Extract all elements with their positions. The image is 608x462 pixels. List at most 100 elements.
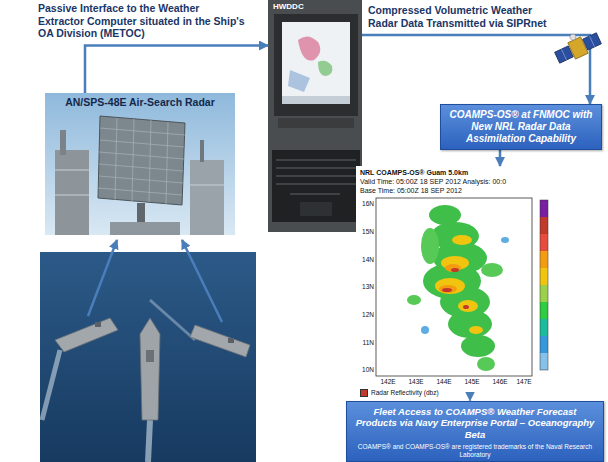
- ship-arrows-part: [88, 240, 117, 316]
- radar-photo-part-part: [132, 119, 134, 201]
- axis-label: 15N: [356, 228, 374, 236]
- satellite-icon-part: [569, 33, 577, 41]
- terminal-photo-panel: HWDDC: [268, 0, 362, 232]
- hwddc-photo: [268, 0, 362, 232]
- radar-photo-part: [200, 140, 204, 162]
- connector-label: Passive Interface to the Weather Extract…: [38, 2, 248, 40]
- hwddc-photo-part: [274, 14, 358, 116]
- radar-photo-part: [55, 170, 89, 171]
- hwddc-photo-part: [276, 160, 356, 194]
- reflectivity-echo-part: [469, 326, 483, 334]
- node-subtext: COAMPS® and COAMPS-OS® are registered tr…: [353, 443, 597, 458]
- hwddc-photo-part: [318, 61, 332, 76]
- ships-photo-part: [42, 350, 60, 420]
- process-box: COAMPS-OS® at FNMOC with New NRL Radar D…: [440, 104, 602, 150]
- process-box: Fleet Access to COAMPS® Weather Forecast…: [346, 401, 604, 462]
- reflectivity-echo-part: [442, 288, 452, 292]
- hwddc-photo-part-part: [276, 183, 356, 185]
- axis-label: 11N: [356, 339, 374, 347]
- hwddc-photo-part-part: [276, 159, 356, 161]
- hwddc-photo-part: [288, 70, 310, 92]
- radar-photo-part: [98, 116, 185, 205]
- forecast-map-panel: NRL COAMPS-OS® Guam 5.0kmValid Time: 05:…: [356, 166, 556, 400]
- axis-label: 147E: [512, 378, 536, 386]
- ships-photo-part: [148, 420, 150, 462]
- ship-arrows-part: [182, 240, 222, 322]
- node-subtext: Base Time: 05:00Z 18 SEP 2012: [360, 186, 552, 195]
- radar-photo-part: [55, 150, 89, 235]
- radar-photo-part-part: [99, 152, 184, 159]
- satellite-icon-part: [561, 49, 566, 60]
- node-text: HWDDC: [273, 2, 357, 12]
- reflectivity-map-part: [356, 166, 556, 400]
- axis-label: 14N: [356, 256, 374, 264]
- node-text: AN/SPS-48E Air-Search Radar: [49, 96, 231, 109]
- radar-photo: [45, 93, 235, 235]
- reflectivity-map-part: [376, 198, 532, 376]
- color-bar-part: [540, 285, 548, 302]
- radar-photo-part: [98, 118, 185, 204]
- ships-photo-part: [228, 338, 234, 343]
- hwddc-photo-part: [272, 150, 360, 222]
- axis-label: 142E: [376, 378, 400, 386]
- legend-text: Radar Reflectivity (dbz): [371, 389, 439, 397]
- reflectivity-echo-part: [463, 305, 469, 309]
- reflectivity-echo: [407, 205, 509, 371]
- ships-photo-part: [95, 322, 101, 327]
- axis-label: 144E: [432, 378, 456, 386]
- node-text: NRL COAMPS-OS® Guam 5.0km: [360, 168, 552, 177]
- radar-photo-part-part: [100, 128, 185, 135]
- reflectivity-echo-part: [481, 263, 503, 277]
- hwddc-photo-part-part: [276, 167, 356, 169]
- reflectivity-echo-part: [429, 205, 461, 225]
- axis-label: 12N: [356, 311, 374, 319]
- radar-photo-part: [60, 130, 66, 155]
- legend-entry: Radar Reflectivity (dbz): [360, 389, 439, 397]
- reflectivity-echo-part: [448, 310, 492, 338]
- color-bar-part: [540, 200, 548, 370]
- ships-photo-part: [55, 318, 118, 352]
- flow-arrow: [85, 46, 268, 94]
- hwddc-photo-part-part: [290, 193, 340, 195]
- axis-label: 13N: [356, 283, 374, 291]
- ship-arrows: [88, 240, 222, 322]
- satellite-icon: [551, 25, 603, 66]
- hwddc-photo-part: [298, 36, 320, 60]
- satellite-icon-part: [590, 36, 595, 47]
- hwddc-photo-part-part: [276, 175, 356, 177]
- flow-arrow: [362, 35, 590, 104]
- node-subtext: Valid Time: 05:00Z 18 SEP 2012 Analysis:…: [360, 177, 552, 186]
- radar-photo-part-part: [99, 176, 183, 183]
- reflectivity-echo-part: [421, 228, 439, 264]
- color-bar-part: [540, 353, 548, 370]
- connector-label: Compressed Volumetric Weather Radar Data…: [368, 4, 552, 29]
- hwddc-photo-part: [282, 22, 350, 104]
- ships-photo: [40, 252, 256, 462]
- radar-photo-part-part: [149, 120, 151, 202]
- color-bar-part: [540, 319, 548, 336]
- radar-photo-panel: AN/SPS-48E Air-Search Radar: [45, 93, 235, 235]
- reflectivity-echo-part: [451, 268, 459, 272]
- radar-photo-part: [110, 222, 180, 235]
- hwddc-photo-part: [300, 202, 332, 216]
- reflectivity-echo-part: [477, 357, 495, 371]
- color-bar: [540, 200, 548, 370]
- color-bar-part: [540, 217, 548, 234]
- radar-photo-part-part: [100, 140, 184, 147]
- radar-photo-part-part: [99, 164, 183, 171]
- axis-label: 10N: [356, 366, 374, 374]
- hwddc-photo-part: [282, 96, 350, 104]
- axis-label: 143E: [404, 378, 428, 386]
- color-bar-part: [540, 200, 548, 217]
- ships-photo-part: [40, 252, 256, 462]
- hwddc-photo-part: [278, 118, 354, 128]
- reflectivity-echo-part: [435, 278, 465, 294]
- reflectivity-echo-part: [407, 295, 421, 305]
- axis-label: 16N: [356, 200, 374, 208]
- color-bar-part: [540, 302, 548, 319]
- radar-photo-part: [190, 160, 224, 235]
